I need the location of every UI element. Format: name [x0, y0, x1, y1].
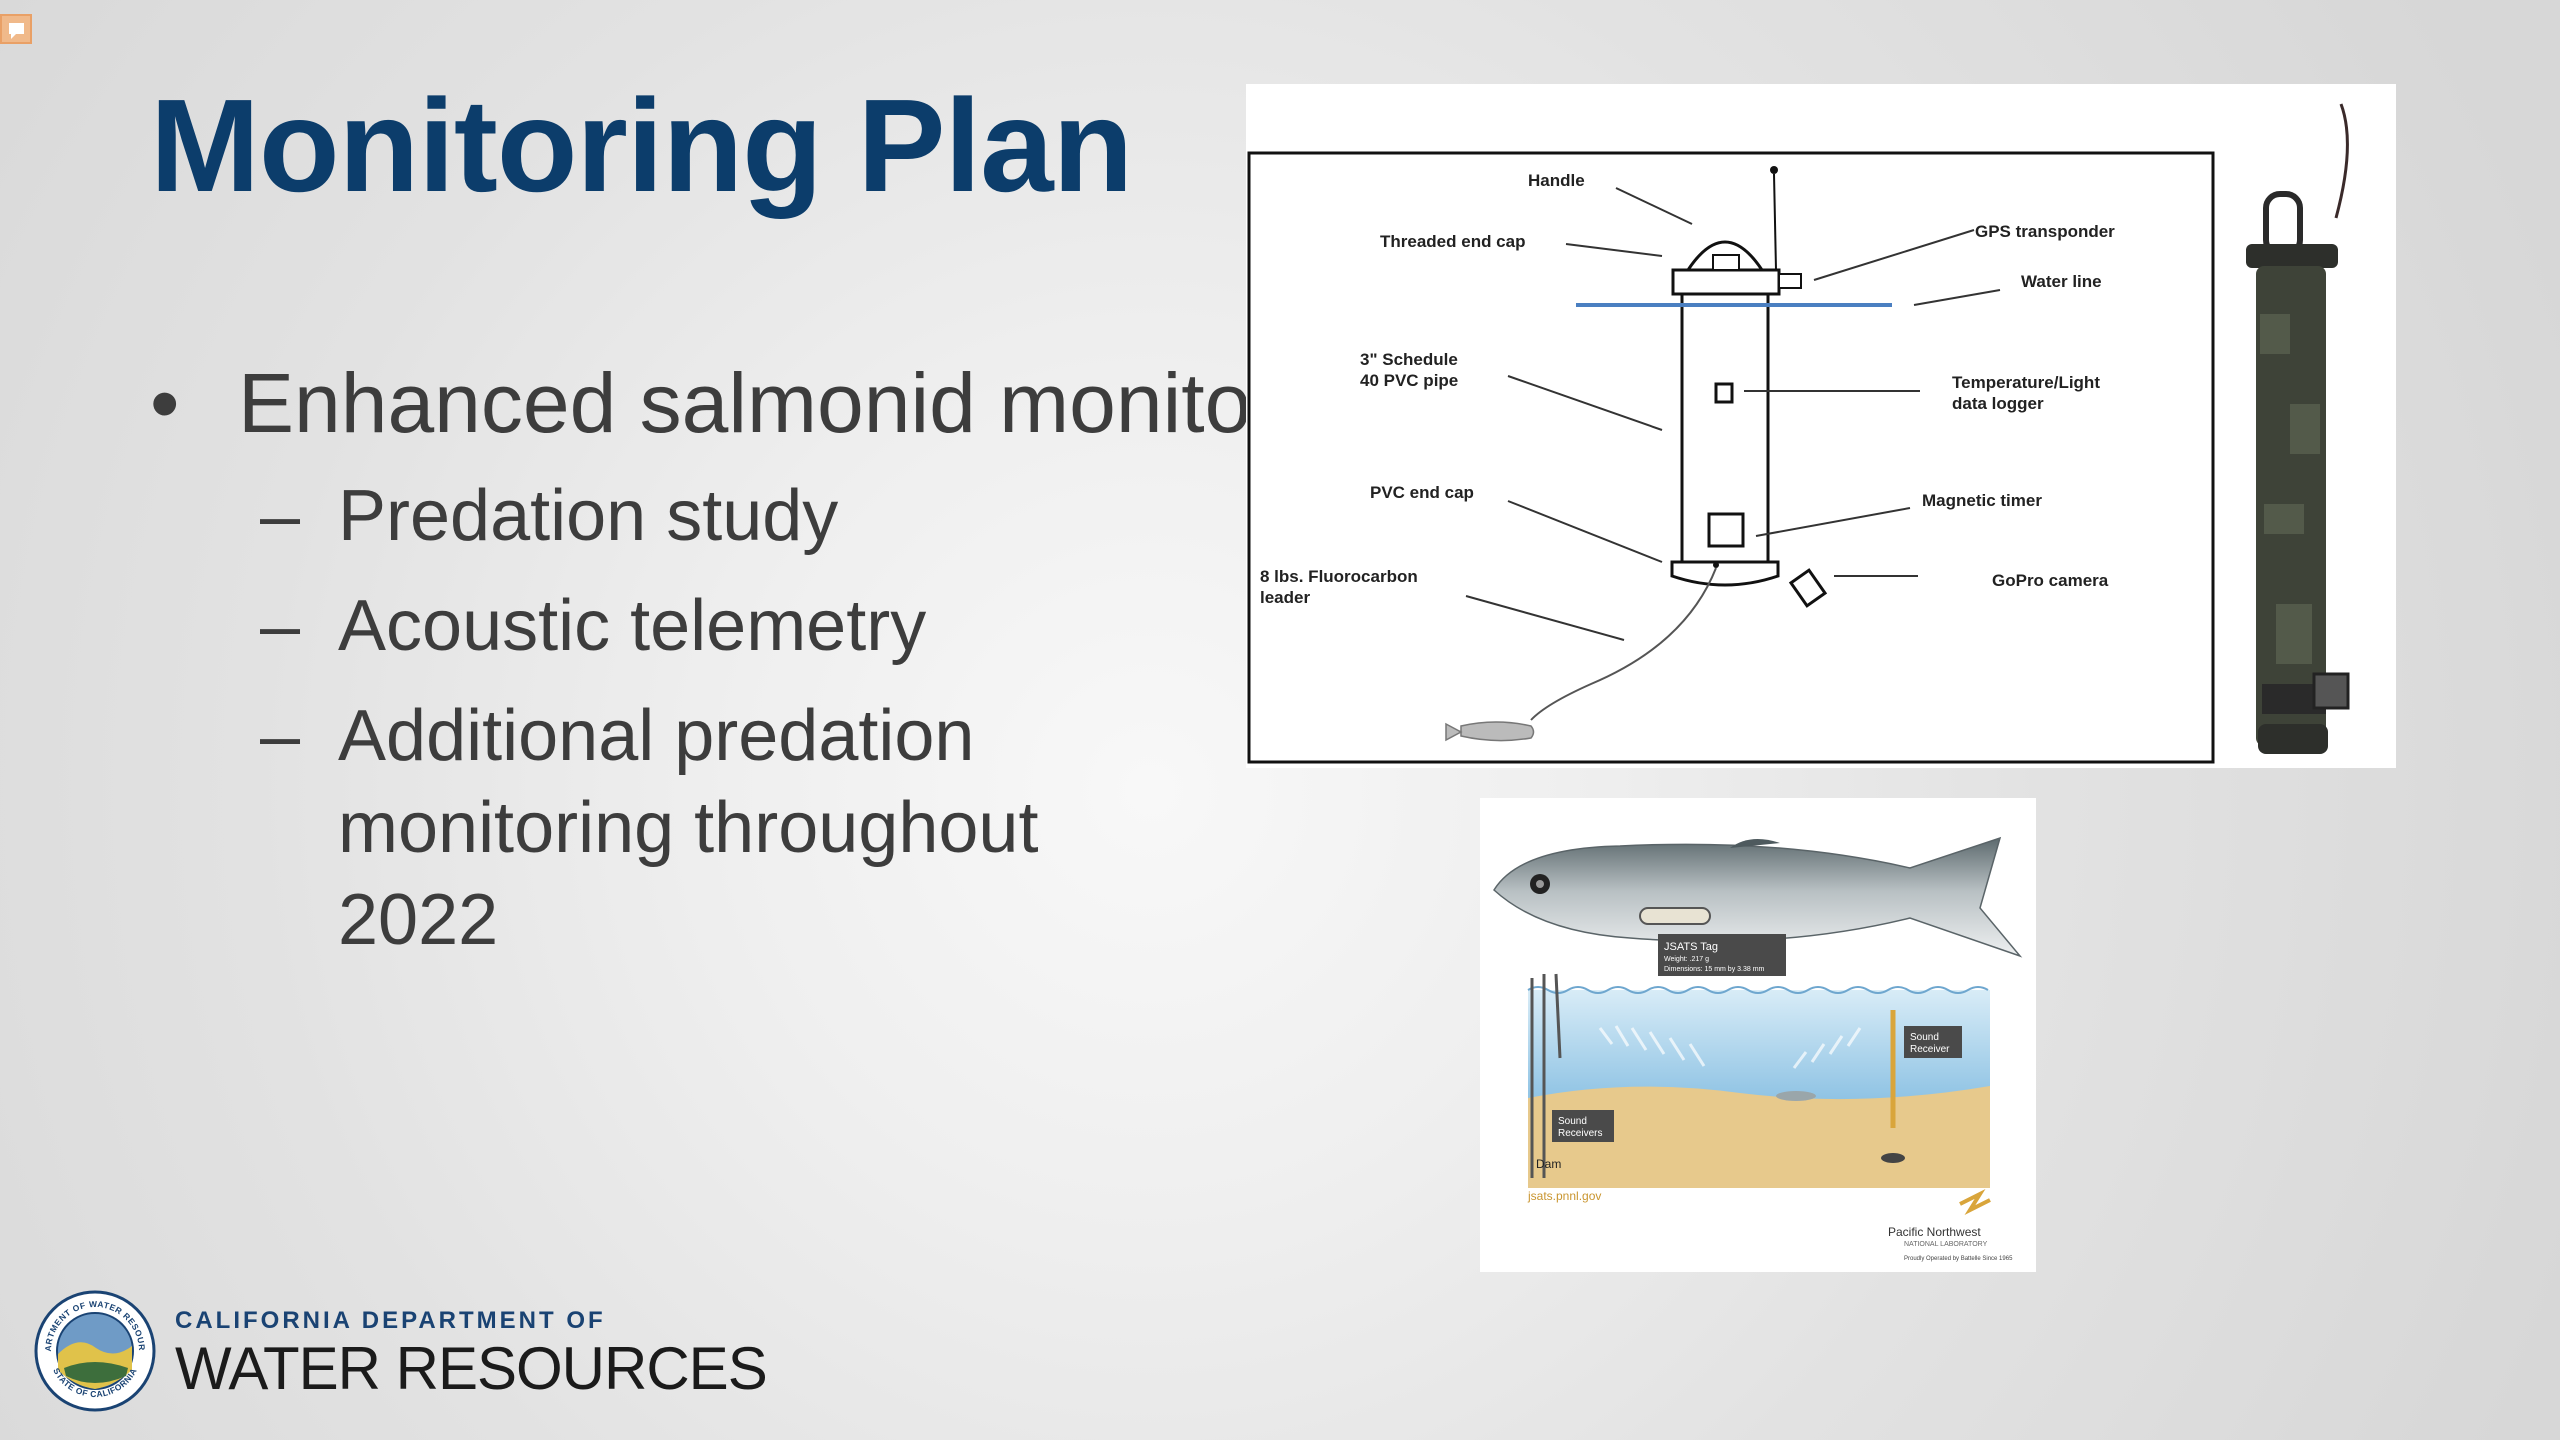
svg-text:Receiver: Receiver — [1910, 1044, 1950, 1055]
sub-bullet-marker: – — [260, 476, 301, 556]
sub-bullet-marker: – — [260, 586, 301, 666]
pnnl-sub: NATIONAL LABORATORY — [1904, 1241, 1988, 1248]
label-leader: leader — [1260, 588, 1310, 607]
device-photo — [2246, 103, 2350, 754]
logo-text-line1: CALIFORNIA DEPARTMENT OF — [175, 1307, 606, 1334]
gps-transponder — [1778, 273, 1802, 289]
pnnl-name: Pacific Northwest — [1888, 1225, 1981, 1239]
label-data-logger: Temperature/Light — [1952, 373, 2100, 392]
label-url: jsats.pnnl.gov — [1527, 1189, 1601, 1203]
label-pipe: 3" Schedule — [1360, 350, 1458, 369]
slide-title: Monitoring Plan — [150, 72, 1133, 219]
logo-text-line2: WATER RESOURCES — [175, 1335, 768, 1402]
pnnl-logo-icon — [1959, 1189, 1991, 1215]
antenna — [1773, 173, 1777, 271]
gopro-camera — [1788, 568, 1828, 608]
pvc-end-cap — [1670, 560, 1780, 587]
acoustic-telemetry-figure[interactable]: JSATS Tag Weight: .217 g Dimensions: 15 … — [1480, 798, 2036, 1272]
label-threaded-end-cap: Threaded end cap — [1380, 232, 1525, 251]
data-logger — [1714, 382, 1734, 404]
threaded-end-cap — [1671, 268, 1781, 296]
sound-receivers-callout: Sound Receivers — [1552, 1110, 1614, 1142]
dam-structure — [1530, 973, 1562, 1178]
svg-text:JSATS Tag: JSATS Tag — [1664, 941, 1718, 953]
salmon-illustration — [1493, 836, 2023, 958]
sound-receiver-callout: Sound Receiver — [1904, 1026, 1962, 1058]
label-data-logger: data logger — [1952, 394, 2044, 413]
label-gopro: GoPro camera — [1992, 571, 2109, 590]
bullet-list: • Enhanced salmonid monitoring – Predati… — [150, 350, 1391, 966]
label-water-line: Water line — [2021, 272, 2102, 291]
sub-bullet-item: – Predation study — [150, 470, 1391, 562]
label-gps: GPS transponder — [1975, 222, 2115, 241]
bullet-text: Enhanced salmonid monitoring — [238, 356, 1392, 450]
handle — [1686, 240, 1764, 271]
sand-layer — [1528, 1086, 1990, 1188]
comment-icon[interactable] — [0, 14, 32, 44]
small-fish-icon — [1776, 1091, 1816, 1101]
sub-bullet-item: – Acoustic telemetry — [150, 580, 1391, 672]
label-dam: Dam — [1536, 1157, 1561, 1171]
svg-text:Receivers: Receivers — [1558, 1128, 1602, 1139]
dwr-seal-icon: DEPARTMENT OF WATER RESOURCES STATE OF C… — [34, 1290, 156, 1412]
magnetic-timer — [1707, 512, 1745, 548]
acoustic-tag-icon — [1639, 907, 1711, 925]
svg-text:Dimensions: 15 mm by 3.38 mm: Dimensions: 15 mm by 3.38 mm — [1664, 966, 1765, 973]
label-leader: 8 lbs. Fluorocarbon — [1260, 567, 1418, 586]
bait-fish-icon — [1445, 721, 1535, 742]
label-pvc-end-cap: PVC end cap — [1370, 483, 1474, 502]
label-handle: Handle — [1528, 171, 1585, 190]
svg-text:Sound: Sound — [1910, 1032, 1939, 1043]
label-pipe: 40 PVC pipe — [1360, 371, 1458, 390]
pnnl-tagline: Proudly Operated by Battelle Since 1965 — [1904, 1256, 2013, 1262]
label-magnetic-timer: Magnetic timer — [1922, 491, 2042, 510]
sub-bullet-item: – Additional predation monitoring throug… — [150, 690, 1098, 966]
pvc-pipe — [1680, 272, 1770, 564]
sub-bullet-text: Additional predation monitoring througho… — [338, 696, 1039, 960]
sub-bullet-text: Acoustic telemetry — [338, 586, 927, 666]
predation-camera-diagram[interactable]: Handle Threaded end cap 3" Schedule 40 P… — [1246, 84, 2396, 768]
sub-bullet-text: Predation study — [338, 476, 839, 556]
fluorocarbon-leader — [1530, 567, 1717, 721]
svg-text:Sound: Sound — [1558, 1116, 1587, 1127]
diagram-frame — [1247, 151, 2215, 764]
bullet-item: • Enhanced salmonid monitoring — [150, 350, 1391, 456]
svg-text:Weight: .217 g: Weight: .217 g — [1664, 956, 1709, 963]
bullet-marker: • — [150, 356, 180, 450]
sub-bullet-marker: – — [260, 696, 301, 776]
tag-callout: JSATS Tag Weight: .217 g Dimensions: 15 … — [1658, 934, 1786, 976]
